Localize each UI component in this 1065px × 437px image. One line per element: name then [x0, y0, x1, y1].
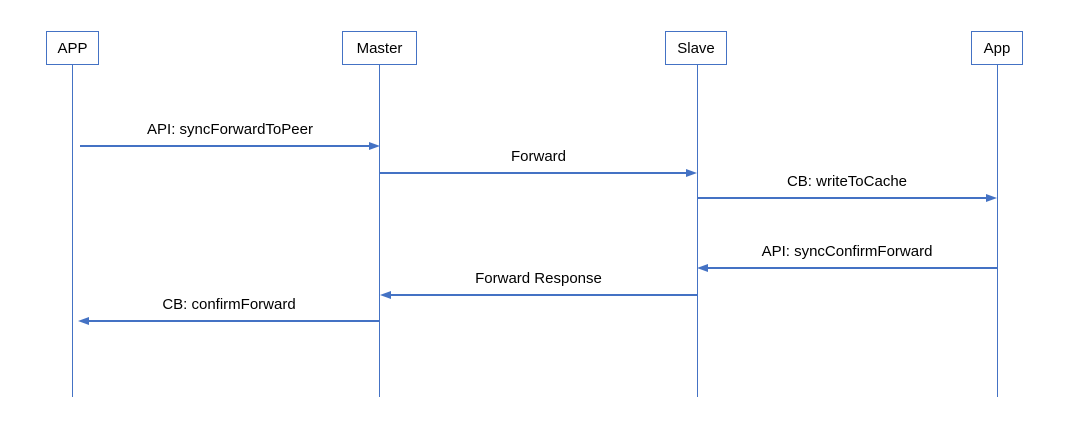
lifeline-master [379, 65, 381, 397]
actor-box-app-left: APP [46, 31, 99, 65]
message-label: Forward [510, 148, 566, 165]
message-label: CB: writeToCache [786, 173, 908, 190]
message-label: CB: confirmForward [162, 296, 296, 313]
arrowhead-icon [697, 264, 708, 272]
actor-label: Master [356, 39, 403, 57]
message-line [89, 320, 380, 322]
message-label: Forward Response [475, 270, 602, 287]
actor-box-app-right: App [971, 31, 1023, 65]
message-label: API: syncForwardToPeer [147, 121, 313, 138]
lifeline-app-left [71, 65, 73, 397]
actor-label: APP [57, 39, 88, 57]
message-line [697, 197, 987, 199]
message-line [708, 267, 997, 269]
arrowhead-icon [78, 317, 89, 325]
message-label: API: syncConfirmForward [761, 243, 933, 260]
arrowhead-icon [686, 169, 697, 177]
actor-label: App [983, 39, 1011, 57]
message-line [80, 145, 370, 147]
arrowhead-icon [369, 142, 380, 150]
arrowhead-icon [986, 194, 997, 202]
arrowhead-icon [380, 291, 391, 299]
lifeline-app-right [996, 65, 998, 397]
actor-box-slave: Slave [665, 31, 727, 65]
actor-box-master: Master [342, 31, 417, 65]
message-line [380, 172, 687, 174]
message-line [391, 294, 697, 296]
actor-label: Slave [677, 39, 715, 57]
lifeline-slave [696, 65, 698, 397]
